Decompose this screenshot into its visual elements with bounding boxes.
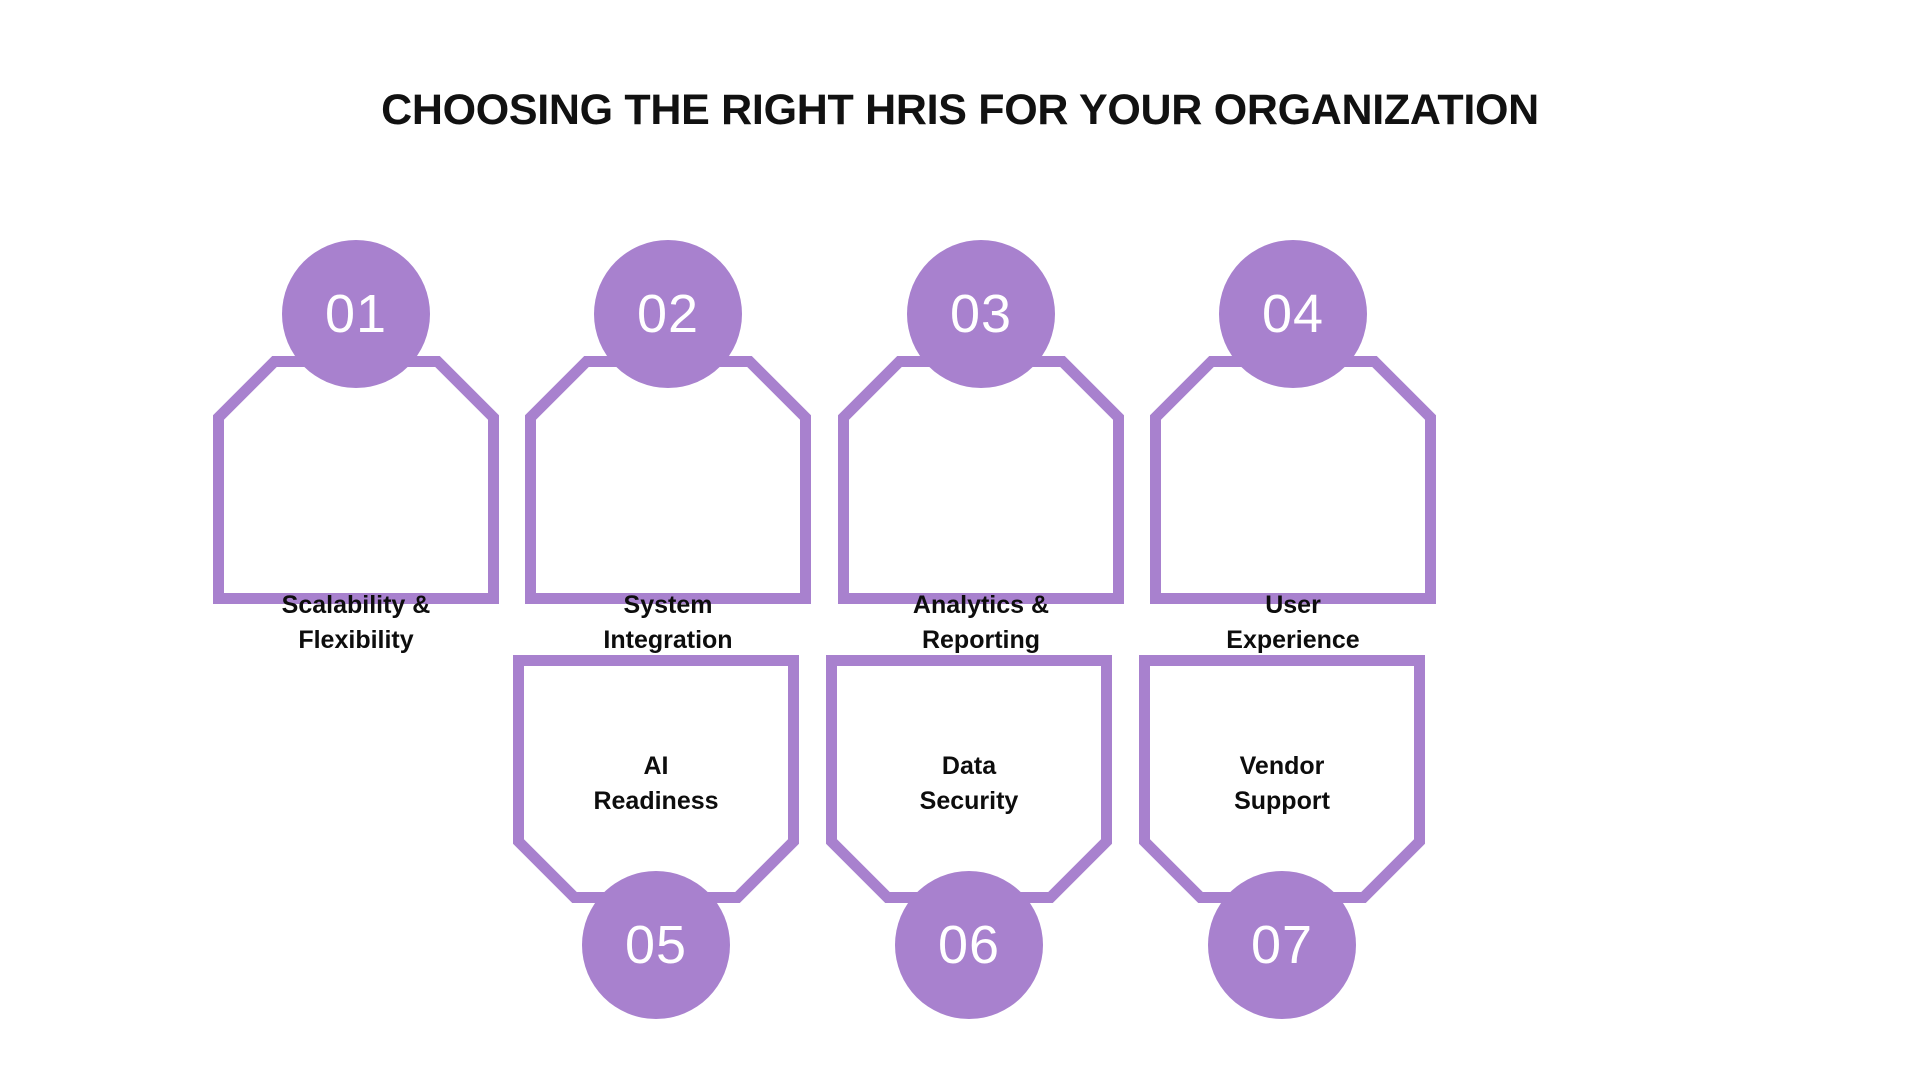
card-outline-05 <box>513 655 799 903</box>
badge-07[interactable]: 07 <box>1208 871 1356 1019</box>
badge-02[interactable]: 02 <box>594 240 742 388</box>
card-label-03: Analytics & Reporting <box>838 588 1124 657</box>
card-01[interactable]: Scalability & Flexibility <box>213 356 499 654</box>
card-label-line2-04: Experience <box>1226 625 1360 654</box>
card-outline-01 <box>213 356 499 604</box>
card-label-line1-05: AI <box>643 752 669 780</box>
card-label-line2-05: Readiness <box>593 786 719 815</box>
card-outline-04 <box>1150 356 1436 604</box>
card-label-line1-01: Scalability & <box>281 591 431 619</box>
card-outline-07 <box>1139 655 1425 903</box>
card-label-line1-03: Analytics & <box>912 591 1050 619</box>
card-label-line1-04: User <box>1265 591 1321 619</box>
card-label-line1-07: Vendor <box>1239 752 1325 780</box>
card-outline-02 <box>525 356 811 604</box>
badge-01[interactable]: 01 <box>282 240 430 388</box>
card-outline-06 <box>826 655 1112 903</box>
page-title: CHOOSING THE RIGHT HRIS FOR YOUR ORGANIZ… <box>381 86 1539 134</box>
card-label-line2-02: Integration <box>603 625 733 654</box>
card-label-line1-02: System <box>623 591 713 619</box>
card-label-line2-07: Support <box>1234 786 1330 815</box>
card-label-05: AI Readiness <box>513 749 799 818</box>
card-label-line2-06: Security <box>919 786 1019 815</box>
card-outline-03 <box>838 356 1124 604</box>
card-label-line2-03: Reporting <box>921 625 1041 654</box>
card-03[interactable]: Analytics & Reporting <box>838 356 1124 654</box>
card-05[interactable]: AI Readiness <box>513 655 799 903</box>
badge-03[interactable]: 03 <box>907 240 1055 388</box>
badge-05[interactable]: 05 <box>582 871 730 1019</box>
card-label-line1-06: Data <box>941 752 997 780</box>
card-label-01: Scalability & Flexibility <box>213 588 499 657</box>
card-label-line2-01: Flexibility <box>298 625 414 654</box>
badge-04[interactable]: 04 <box>1219 240 1367 388</box>
badge-06[interactable]: 06 <box>895 871 1043 1019</box>
